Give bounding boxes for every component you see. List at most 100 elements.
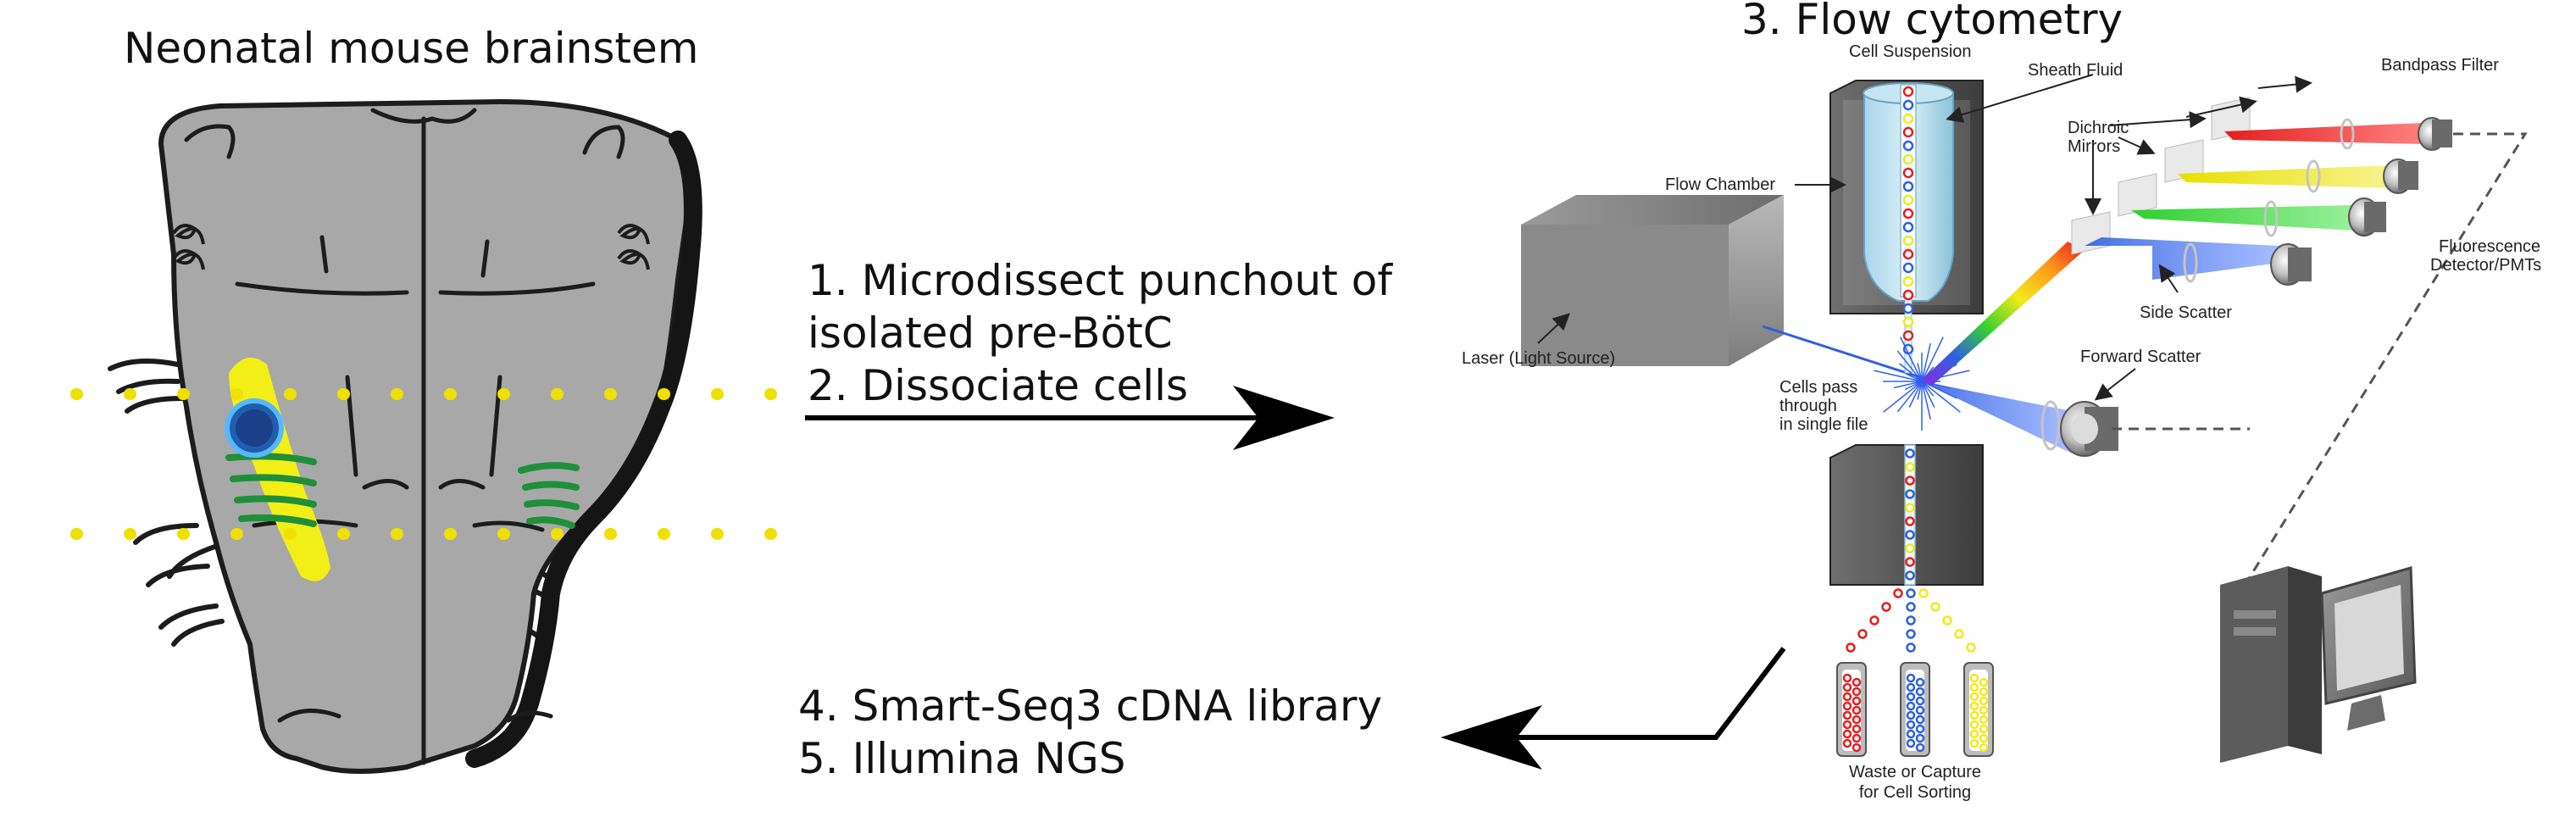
cell (1902, 221, 1914, 233)
cell (1905, 448, 1915, 459)
cell (1915, 687, 1925, 697)
cell (1942, 615, 1952, 626)
burst-ray (1921, 381, 1935, 397)
label-cells-pass-3: in single file (1779, 415, 1868, 434)
burst-ray (1893, 381, 1923, 389)
cell (1979, 687, 1989, 697)
label-cells-pass-2: through (1779, 397, 1837, 415)
laser-beam (1762, 325, 1929, 381)
cell (1902, 86, 1914, 97)
cell (1902, 181, 1914, 192)
burst-ray (1904, 381, 1923, 391)
cell (1852, 715, 1862, 725)
burst-ray (1917, 363, 1923, 382)
cell (1902, 99, 1914, 111)
cell (1969, 729, 1979, 739)
cell (1915, 733, 1925, 743)
cell (1902, 316, 1914, 328)
cell (1905, 516, 1915, 526)
label-bandpass: Bandpass Filter (2381, 56, 2499, 75)
cell (1842, 738, 1852, 748)
burst-ray (1904, 372, 1923, 382)
cell (1905, 475, 1915, 486)
burst-ray (1917, 381, 1923, 400)
cell (1969, 692, 1979, 702)
cell (1869, 615, 1879, 626)
label-flow-chamber: Flow Chamber (1665, 175, 1776, 194)
burst-ray (1921, 336, 1944, 382)
step2-label: 2. Dissociate cells (808, 361, 1189, 410)
cell (1915, 724, 1925, 734)
label-cells-pass-1: Cells pass (1779, 378, 1858, 397)
falling-cells (1846, 588, 1976, 653)
laser-front (1729, 195, 1784, 366)
burst-ray (1921, 381, 1957, 399)
cell (1918, 588, 1929, 598)
cell (1842, 682, 1852, 692)
cell (1915, 742, 1925, 753)
step3-label: 3. Flow cytometry (1741, 0, 2124, 44)
nerve-roots-left (108, 359, 231, 647)
computer (2220, 566, 2417, 763)
label-side-scatter: Side Scatter (2140, 303, 2232, 322)
red-channel-beam (2224, 123, 2423, 144)
curl-marks (172, 224, 650, 270)
cell (1905, 489, 1915, 499)
burst-ray (1883, 381, 1923, 413)
cell (1905, 530, 1915, 540)
label-pointers (1537, 74, 2312, 401)
punch-core (236, 409, 273, 447)
cell (1852, 696, 1862, 706)
label-fluorescence-2: Detector/PMTs (2430, 256, 2542, 275)
forward-scatter-detector (2060, 401, 2118, 457)
cell (1902, 167, 1914, 179)
cell (1979, 677, 1989, 687)
cell (1906, 729, 1916, 739)
burst-ray (1896, 350, 1923, 382)
cell (1902, 303, 1914, 314)
cell (1915, 677, 1925, 687)
cell (1842, 729, 1852, 739)
cell (1842, 692, 1852, 702)
brainstem-drawing (70, 98, 794, 774)
cell (1842, 701, 1852, 711)
pmt-detectors (2270, 117, 2452, 286)
burst-ray (1921, 342, 1931, 382)
cell (1979, 696, 1989, 706)
cell (1902, 140, 1914, 152)
cells-upper-stream (1902, 86, 1914, 355)
cell (1852, 724, 1862, 734)
label-fluorescence-1: Fluorescence (2439, 237, 2541, 256)
cell (1902, 126, 1914, 138)
arrow-to-flow (805, 386, 1335, 450)
cells-lower-stream (1905, 448, 1915, 581)
cell (1905, 462, 1915, 472)
cell (1842, 720, 1852, 730)
detector-cables (2112, 132, 2528, 598)
step1-line1: 1. Microdissect punchout of (808, 256, 1392, 305)
burst-ray (1908, 381, 1923, 408)
cell (1979, 742, 1989, 753)
burst-ray (1874, 370, 1923, 382)
burst-ray (1896, 381, 1923, 413)
burst-ray (1898, 363, 1923, 382)
cell (1906, 615, 1916, 626)
cell (1969, 710, 1979, 720)
side-scatter-rainbow (1922, 242, 2085, 386)
laser-top (1521, 195, 1784, 225)
cell (1857, 629, 1868, 639)
cell (1852, 687, 1862, 697)
cell (1906, 588, 1916, 598)
cell (1902, 208, 1914, 220)
cell (1842, 710, 1852, 720)
cell (1852, 677, 1862, 687)
cell (1902, 248, 1914, 260)
yellow-channel-beam (2178, 165, 2390, 188)
cell (1905, 503, 1915, 513)
label-waste-2: for Cell Sorting (1858, 783, 1972, 802)
cell (1842, 673, 1852, 683)
cell (1954, 629, 1964, 639)
green-marks (225, 453, 580, 529)
cell (1902, 194, 1914, 206)
cell (1979, 733, 1989, 743)
